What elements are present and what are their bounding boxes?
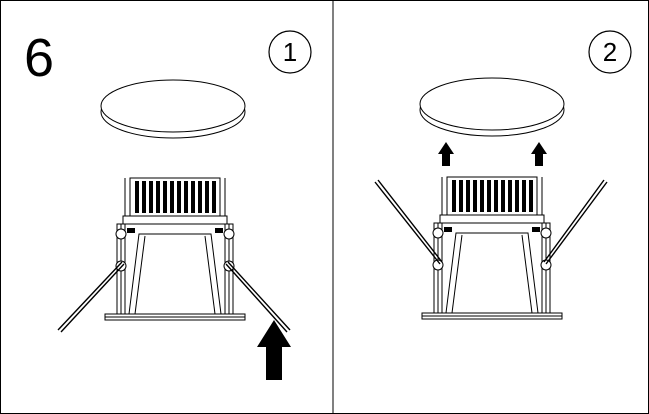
panel-1: 6 1 (24, 28, 312, 380)
push-up-arrow-icon (257, 320, 291, 380)
lift-arrow-right-icon (531, 142, 547, 166)
spring-clip-left (374, 179, 443, 265)
lift-arrow-left-icon (438, 142, 454, 166)
sub-step-badge-2: 2 (588, 30, 632, 74)
lamp-fixture (421, 176, 563, 320)
panel-2: 2 (374, 30, 632, 320)
lens-cover (419, 77, 565, 137)
spring-clip-right (543, 179, 608, 265)
spring-clip-left (57, 261, 125, 333)
lens-cover (100, 79, 246, 139)
spring-clip-right (225, 261, 291, 333)
sub-step-badge-1: 1 (268, 30, 312, 74)
sub-step-label: 1 (283, 37, 297, 67)
sub-step-label: 2 (603, 37, 617, 67)
step-number: 6 (24, 28, 54, 88)
lamp-fixture (104, 177, 246, 321)
